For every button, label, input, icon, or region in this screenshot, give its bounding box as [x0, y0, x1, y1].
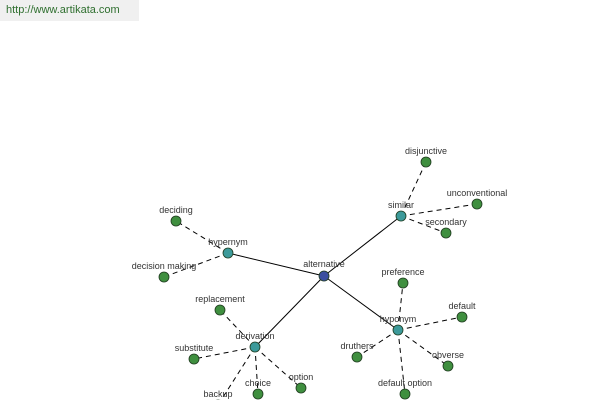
node-label-unconventional[interactable]: unconventional: [447, 188, 508, 198]
node-label-decision-making[interactable]: decision making: [132, 261, 197, 271]
node-label-option[interactable]: option: [289, 372, 314, 382]
graph-labels: alternative hypernym similar hyponym derivat…: [132, 146, 508, 399]
edge-derivation-backup: [220, 346, 256, 400]
node-derivation[interactable]: [249, 341, 261, 353]
node-label-derivation[interactable]: derivation: [235, 331, 274, 341]
node-decision-making[interactable]: [158, 271, 170, 283]
node-label-substitute[interactable]: substitute: [175, 343, 214, 353]
node-deciding[interactable]: [170, 215, 182, 227]
node-label-backup[interactable]: backup: [203, 389, 232, 399]
node-default[interactable]: [456, 311, 468, 323]
node-label-default[interactable]: default: [448, 301, 476, 311]
node-label-obverse[interactable]: obverse: [432, 350, 464, 360]
node-label-replacement[interactable]: replacement: [195, 294, 245, 304]
node-label-secondary[interactable]: secondary: [425, 217, 467, 227]
graph-nodes: [158, 156, 483, 400]
edge-hypernym-deciding: [175, 220, 229, 254]
node-disjunctive[interactable]: [420, 156, 432, 168]
node-label-hypernym[interactable]: hypernym: [208, 237, 248, 247]
edge-alternative-similar: [323, 215, 402, 277]
node-replacement[interactable]: [214, 304, 226, 316]
edge-hyponym-obverse: [397, 329, 449, 367]
node-label-druthers[interactable]: druthers: [340, 341, 374, 351]
edge-derivation-option: [254, 346, 302, 389]
edge-hyponym-default-option: [397, 329, 406, 395]
edge-derivation-replacement: [219, 309, 256, 348]
node-label-preference[interactable]: preference: [381, 267, 424, 277]
graph-edges: [163, 161, 478, 400]
edge-alternative-hypernym: [227, 252, 325, 277]
node-obverse[interactable]: [442, 360, 454, 372]
node-default-option[interactable]: [399, 388, 411, 400]
node-label-hyponym[interactable]: hyponym: [380, 314, 417, 324]
node-hyponym[interactable]: [392, 324, 404, 336]
node-secondary[interactable]: [440, 227, 452, 239]
node-druthers[interactable]: [351, 351, 363, 363]
edge-hyponym-preference: [397, 282, 404, 331]
node-label-deciding[interactable]: deciding: [159, 205, 193, 215]
node-choice[interactable]: [252, 388, 264, 400]
node-hypernym[interactable]: [222, 247, 234, 259]
node-substitute[interactable]: [188, 353, 200, 365]
edge-hypernym-decision-making: [163, 252, 229, 278]
node-preference[interactable]: [397, 277, 409, 289]
site-link[interactable]: http://www.artikata.com: [6, 4, 120, 16]
node-label-disjunctive[interactable]: disjunctive: [405, 146, 447, 156]
node-unconventional[interactable]: [471, 198, 483, 210]
node-label-similar[interactable]: similar: [388, 200, 414, 210]
site-link-bar: http://www.artikata.com: [0, 0, 139, 21]
edge-hyponym-default: [397, 316, 463, 331]
edge-similar-unconventional: [400, 203, 478, 217]
edge-similar-disjunctive: [400, 161, 427, 217]
edge-hyponym-druthers: [356, 329, 399, 358]
edge-derivation-substitute: [193, 346, 256, 360]
edge-alternative-hyponym: [323, 275, 399, 331]
edge-derivation-choice: [254, 346, 259, 395]
node-option[interactable]: [295, 382, 307, 394]
node-label-choice[interactable]: choice: [245, 378, 271, 388]
edge-alternative-derivation: [254, 275, 325, 348]
node-label-alternative[interactable]: alternative: [303, 259, 345, 269]
node-alternative[interactable]: [318, 270, 330, 282]
node-label-default-option[interactable]: default option: [378, 378, 432, 388]
edge-similar-secondary: [400, 215, 447, 234]
node-similar[interactable]: [395, 210, 407, 222]
